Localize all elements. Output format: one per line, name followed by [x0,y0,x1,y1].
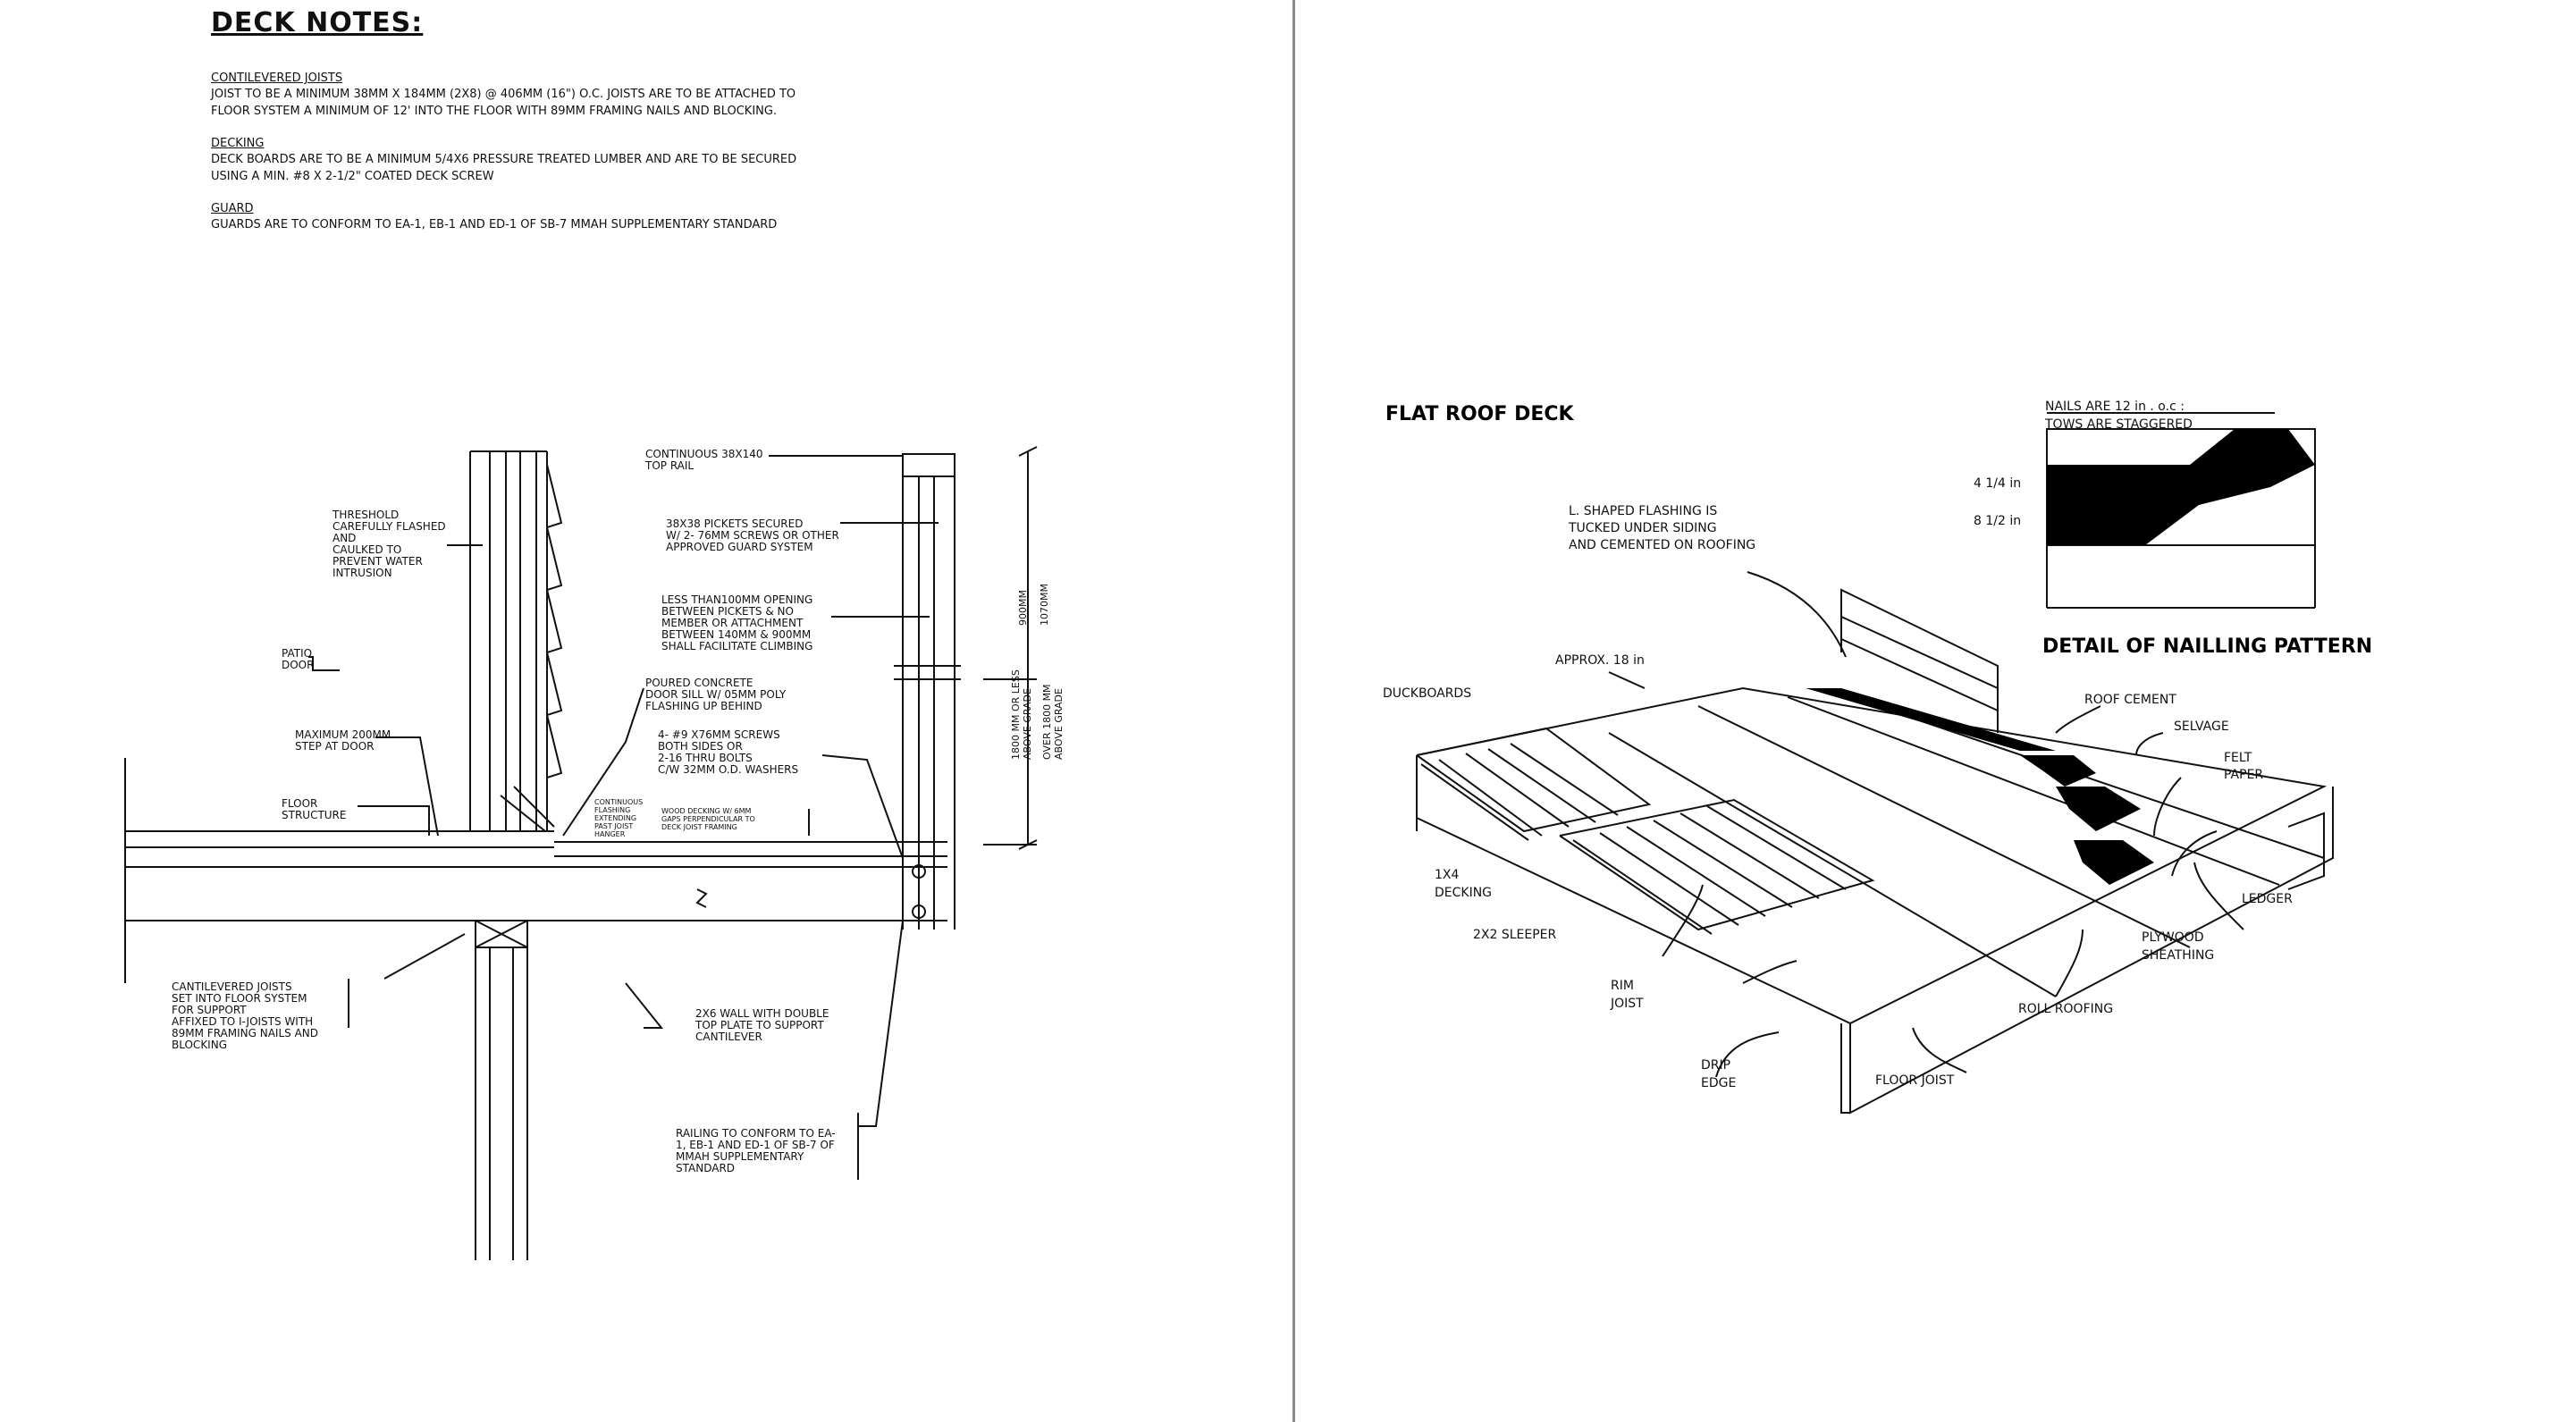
label-pickets: 38X38 PICKETS SECURED W/ 2- 76MM SCREWS … [666,517,843,553]
label-plywood: PLYWOOD SHEATHING [2142,930,2214,963]
label-cantilevered: CANTILEVERED JOISTS SET INTO FLOOR SYSTE… [172,980,322,1051]
deck-notes: DECK NOTES: CONTILEVERED JOISTS JOIST TO… [211,7,837,249]
label-max-step: MAXIMUM 200MM STEP AT DOOR [295,728,394,753]
deck-notes-title: DECK NOTES: [211,7,424,38]
label-floor-joist: FLOOR JOIST [1875,1073,1955,1088]
label-roll-roofing: ROLL ROOFING [2018,1002,2113,1016]
label-decking: 1X4 DECKING [1435,868,1492,900]
label-approx: APPROX. 18 in [1555,653,1645,668]
dim-1800: 1800 MM OR LESS ABOVE GRADE [1010,667,1033,760]
label-rim-joist: RIM JOIST [1610,979,1644,1011]
note-heading: CONTILEVERED JOISTS [211,72,343,85]
label-sleeper: 2X2 SLEEPER [1473,928,1557,942]
flat-roof-deck-drawing: FLAT ROOF DECK [1383,400,2372,1115]
label-threshold: THRESHOLD CAREFULLY FLASHED AND CAULKED … [332,509,449,579]
label-patio-door: PATIO DOOR [282,647,316,671]
roof-title: FLAT ROOF DECK [1385,403,1574,425]
note-section-joists: CONTILEVERED JOISTS JOIST TO BE A MINIMU… [211,71,837,120]
label-wall: 2X6 WALL WITH DOUBLE TOP PLATE TO SUPPOR… [695,1007,832,1043]
note-section-decking: DECKING DECK BOARDS ARE TO BE A MINIMUM … [211,136,837,185]
nailing-hatch [2047,429,2315,545]
label-flashing-small: CONTINUOUS FLASHING EXTENDING PAST JOIST… [594,798,645,838]
label-duckboards: DUCKBOARDS [1383,686,1471,701]
label-ledger: LEDGER [2242,892,2293,906]
dim-900: 900MM [1017,590,1029,626]
label-selvage: SELVAGE [2174,719,2229,734]
note-heading: GUARD [211,202,254,215]
nailing-dim-b: 8 1/2 in [1974,514,2021,528]
label-opening: LESS THAN100MM OPENING BETWEEN PICKETS &… [661,593,816,652]
label-roof-cement: ROOF CEMENT [2084,693,2176,707]
label-felt-paper: FELT PAPER [2224,751,2263,782]
label-door-sill: POURED CONCRETE DOOR SILL W/ 05MM POLY F… [645,677,789,712]
label-wood-decking: WOOD DECKING W/ 6MM GAPS PERPENDICULAR T… [661,807,757,831]
dim-over-1800: OVER 1800 MM ABOVE GRADE [1041,681,1065,760]
note-section-guard: GUARD GUARDS ARE TO CONFORM TO EA-1, EB-… [211,201,837,233]
label-flashing: L. SHAPED FLASHING IS TUCKED UNDER SIDIN… [1568,504,1755,552]
label-drip-edge: DRIP EDGE [1701,1058,1736,1090]
dim-1070: 1070MM [1039,584,1050,626]
nailing-title: DETAIL OF NAILLING PATTERN [2042,635,2372,658]
deck-section-drawing: THRESHOLD CAREFULLY FLASHED AND CAULKED … [124,446,1065,1260]
nailing-note: NAILS ARE 12 in . o.c : TOWS ARE STAGGER… [2044,400,2193,432]
label-screws: 4- #9 X76MM SCREWS BOTH SIDES OR 2-16 TH… [658,728,798,776]
note-body: JOIST TO BE A MINIMUM 38MM X 184MM (2X8)… [211,88,796,118]
page-divider [1292,0,1295,1422]
nailing-dim-a: 4 1/4 in [1974,476,2021,491]
label-top-rail: CONTINUOUS 38X140 TOP RAIL [644,448,766,472]
label-floor-structure: FLOOR STRUCTURE [282,797,346,821]
note-heading: DECKING [211,137,265,150]
note-body: GUARDS ARE TO CONFORM TO EA-1, EB-1 AND … [211,218,778,231]
note-body: DECK BOARDS ARE TO BE A MINIMUM 5/4X6 PR… [211,153,797,183]
label-railing: RAILING TO CONFORM TO EA- 1, EB-1 AND ED… [676,1127,838,1174]
